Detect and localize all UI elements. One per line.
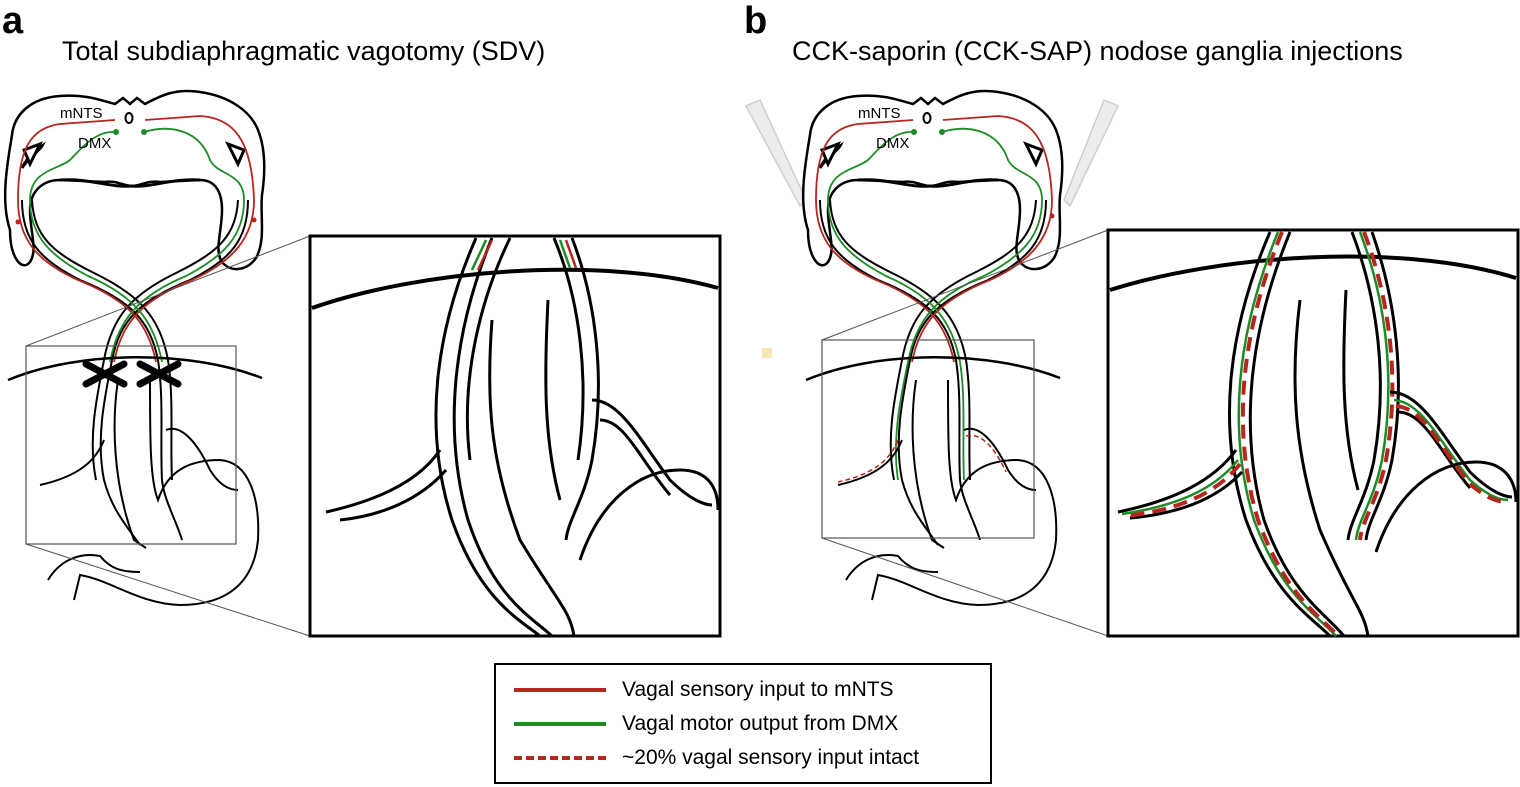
legend-item-sensory: Vagal sensory input to mNTS: [514, 675, 894, 705]
panel-b-letter: b: [744, 0, 768, 42]
panel-b-mnts-label: mNTS: [858, 105, 901, 122]
panel-b-title: CCK-saporin (CCK-SAP) nodose ganglia inj…: [792, 36, 1403, 66]
panel-b-diagram: mNTS DMX: [744, 89, 1120, 637]
panel-a-zoom-inset: [308, 234, 722, 638]
legend-item-partial-sensory: ~20% vagal sensory input intact: [514, 743, 919, 773]
legend: Vagal sensory input to mNTS Vagal motor …: [494, 663, 992, 784]
panel-b-zoom-inset: [1106, 228, 1520, 638]
legend-swatch-dashed-red: [514, 756, 606, 760]
x-cut-icon: [82, 360, 128, 388]
legend-swatch-solid-green: [514, 722, 606, 726]
panel-a-dmx-label: DMX: [78, 135, 111, 152]
panel-a-diagram: mNTS DMX: [3, 89, 311, 637]
panel-b-dmx-label: DMX: [876, 135, 909, 152]
legend-label: Vagal motor output from DMX: [622, 712, 899, 735]
pipette-icon: [1063, 99, 1120, 208]
panel-a-letter: a: [2, 0, 24, 42]
legend-label: ~20% vagal sensory input intact: [622, 746, 920, 769]
x-cut-icon: [136, 360, 182, 388]
legend-item-motor: Vagal motor output from DMX: [514, 709, 898, 739]
panel-a-mnts-label: mNTS: [60, 105, 103, 122]
pipette-icon: [744, 99, 807, 208]
legend-swatch-solid-red: [514, 688, 606, 692]
legend-label: Vagal sensory input to mNTS: [622, 678, 894, 701]
panel-a-title: Total subdiaphragmatic vagotomy (SDV): [62, 36, 546, 66]
